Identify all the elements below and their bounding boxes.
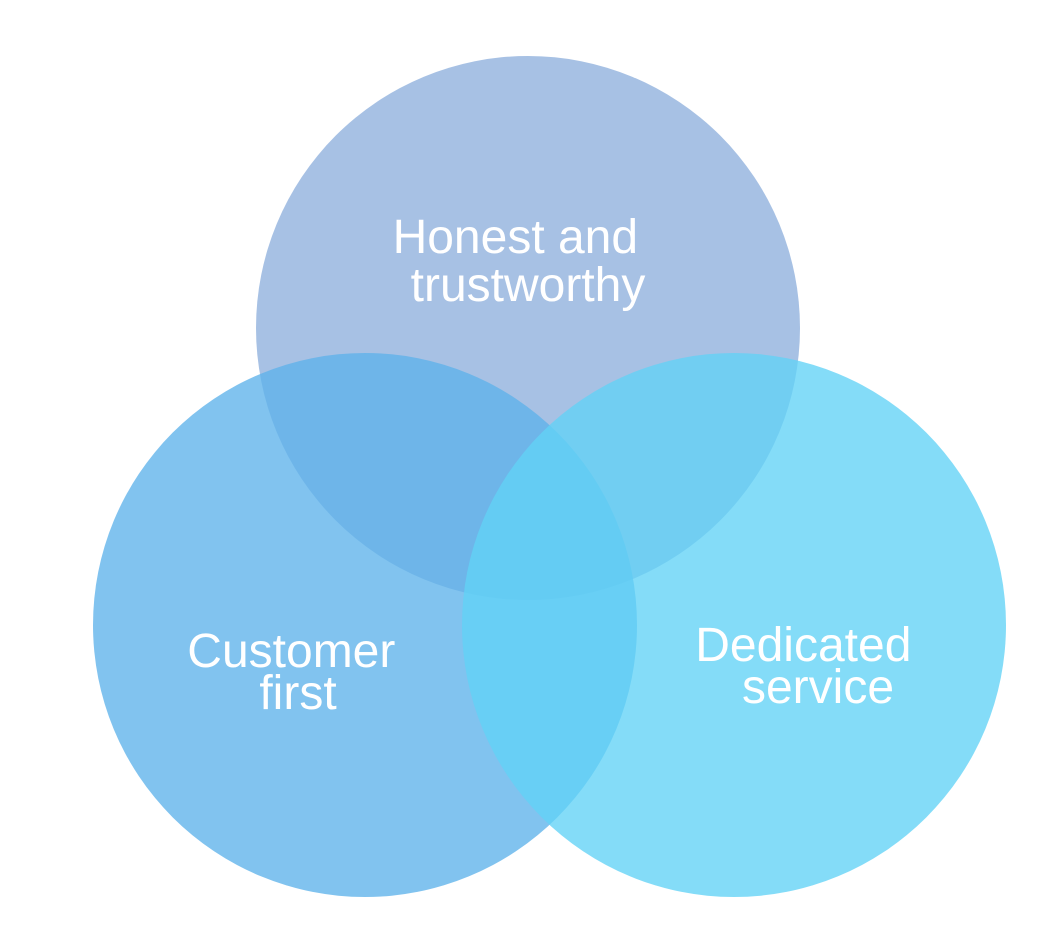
- label-left: Customer first: [187, 625, 408, 720]
- label-top-line-1: Honest and: [393, 211, 639, 264]
- venn-labels: Honest and trustworthy Customer first De…: [187, 211, 924, 720]
- venn-circles: [93, 56, 1006, 897]
- label-right-line-2: service: [742, 661, 894, 714]
- label-right-line-1: Dedicated: [695, 619, 911, 672]
- label-right: Dedicated service: [695, 619, 924, 714]
- label-left-line-2: first: [259, 667, 336, 720]
- label-top: Honest and trustworthy: [393, 211, 652, 312]
- venn-circle-right: [462, 353, 1006, 897]
- label-left-line-1: Customer: [187, 625, 395, 678]
- label-top-line-2: trustworthy: [411, 259, 646, 312]
